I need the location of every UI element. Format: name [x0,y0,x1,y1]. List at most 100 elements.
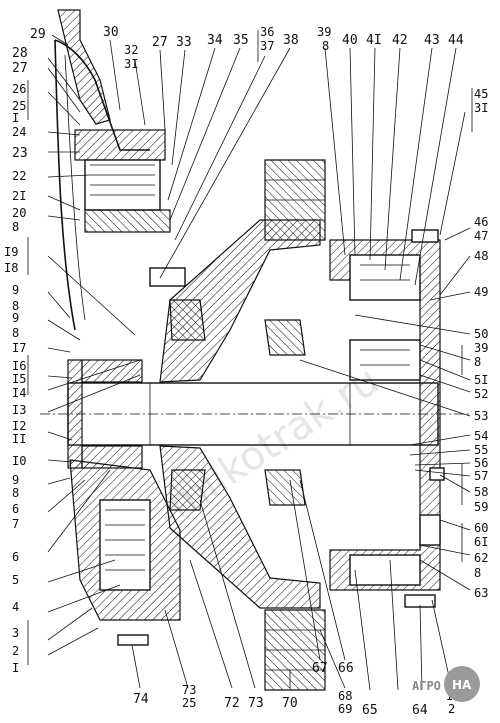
callout-label: I2 [12,419,26,433]
leader-lines [27,30,473,691]
callout-label: 24 [12,125,26,139]
callout-label: 72 [224,696,240,711]
callout-label: 37 [260,39,274,53]
callout-label: 46 [474,215,488,229]
callout-label: 5I [474,373,488,387]
bolt-74 [117,634,149,646]
gear-teeth-lines [90,164,155,196]
callout-label: 26 [12,82,26,96]
left-flange [67,359,83,469]
upper-bearing-seat [81,359,143,383]
callout-label: II [12,432,26,446]
cover-left-arc [54,39,76,331]
callout-label: 60 [474,521,488,535]
callout-label: 59 [474,500,488,514]
housing-linework [40,9,470,691]
upper-gear-hub [74,129,166,161]
callout-label: 8 [474,355,481,369]
callout-label: 54 [474,429,488,443]
callout-label: 47 [474,229,488,243]
callout-label: 8 [12,299,19,313]
logo-circle [444,666,480,702]
callout-label: 73 [248,696,264,711]
logo-label: АГРО [412,679,441,693]
callout-label: 7 [12,517,19,531]
callouts-bottom: 74 73 25 72 73 70 68 69 67 66 65 64 I 2 [133,661,455,718]
callout-label: I6 [12,359,26,373]
callout-label: 8 [12,220,19,234]
callout-label: 3I [124,57,138,71]
callout-label: 36 [260,25,274,39]
callout-label: 69 [338,702,352,716]
callout-label: 8 [322,39,329,53]
callout-label: 8 [12,486,19,500]
callout-label: 28 [12,46,28,61]
tapered-bearing-lower [264,469,306,506]
callout-label: 39 [317,25,331,39]
callout-label: I [12,111,19,125]
callout-label: 25 [12,99,26,113]
callout-label: 66 [338,661,354,676]
shaft-steps [149,383,351,445]
callout-label: 43 [424,33,440,48]
callout-label: 38 [283,33,299,48]
callouts-left: 29 28 27 26 25 I 24 23 22 2I 20 8 I9 I8 … [4,27,46,675]
callout-label: 20 [12,206,26,220]
bolt-46 [411,229,439,243]
cover-outer-contour [54,39,150,151]
upper-right-bearing [349,254,421,301]
callout-label: 64 [412,703,428,718]
callout-label: 6 [12,502,19,516]
callout-label: 52 [474,387,488,401]
callout-label: 29 [30,27,46,42]
callout-label: 9 [12,311,19,325]
cover-inner-arc [64,54,86,321]
callout-label: I9 [4,245,18,259]
callout-label: 74 [133,692,149,707]
callout-label: 58 [474,485,488,499]
callout-label: 4 [12,600,19,614]
callout-label: 56 [474,456,488,470]
callout-label: 8 [12,326,19,340]
callout-label: 63 [474,586,488,600]
lower-right-bearing [349,554,421,586]
rim-lines [265,179,325,221]
bolt-58 [429,467,445,481]
callout-label: 42 [392,33,408,48]
callout-label: 2 [448,702,455,716]
callout-label: 25 [182,696,196,710]
callout-label: 70 [282,696,298,711]
logo-badge: НА [452,678,472,692]
callout-label: 9 [12,473,19,487]
lower-gear [99,499,151,591]
stud-38 [149,267,186,287]
callout-label: 22 [12,169,26,183]
callout-label: 67 [312,661,328,676]
callout-label: 35 [233,33,249,48]
callout-label: 62 [474,551,488,565]
callout-label: 33 [176,35,192,50]
callout-label: 30 [103,25,119,40]
callout-label: 3 [12,626,19,640]
callouts-right: 45 3I 46 47 48 49 50 39 8 5I 52 53 54 55… [474,87,488,600]
callout-label: 57 [474,469,488,483]
callout-label: I8 [4,261,18,275]
callout-label: I7 [12,341,26,355]
callout-label: I0 [12,454,26,468]
plug-60 [419,514,441,546]
upper-gear-flange [84,209,171,233]
callout-label: 2I [12,189,26,203]
callouts-top: 30 32 3I 27 33 34 35 36 37 38 39 8 40 4I… [103,25,464,71]
callout-label: 27 [152,35,168,50]
bearing-rollers [360,264,410,366]
callout-label: 23 [12,146,28,161]
callout-label: 4I [366,33,382,48]
callout-label: I3 [12,403,26,417]
callout-label: 9 [12,283,19,297]
callout-label: 73 [182,683,196,697]
callout-label: 40 [342,33,358,48]
tapered-bearing-left-upper [169,299,206,341]
tapered-bearing-left-lower [169,469,206,511]
callout-label: 44 [448,33,464,48]
